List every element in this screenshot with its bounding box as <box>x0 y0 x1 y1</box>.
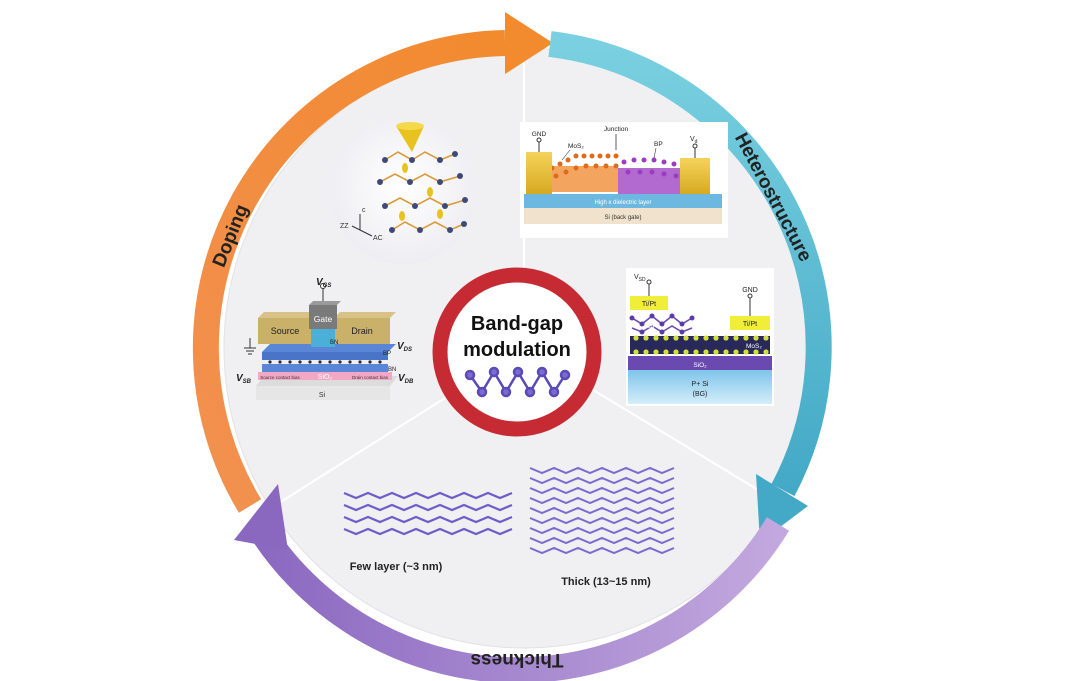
gate-label: Gate <box>314 314 333 324</box>
bn-bottom-label: BN <box>388 367 396 373</box>
center-zigzag-icon <box>464 366 571 398</box>
vds-label: VDS <box>397 341 412 353</box>
thick-label: Thick (13~15 nm) <box>561 576 651 588</box>
hetero-top-device: Si (back gate) High κ dielectric layer <box>520 122 728 238</box>
drain-electrode-label: Drain <box>351 326 373 336</box>
mos2-layer-icon <box>630 335 770 355</box>
heterostructure-arc <box>548 31 832 497</box>
gnd-bottom-label: GND <box>742 287 758 294</box>
doping-arc <box>192 30 506 513</box>
psi-label: P+ Si <box>692 381 709 388</box>
center-badge: Band-gap modulation <box>432 267 602 437</box>
tipt-left-label: Ti/Pt <box>642 301 656 308</box>
source-electrode-label: Source <box>271 326 300 336</box>
stm-tip-icon <box>396 126 424 152</box>
mos2-top-label: MoS₂ <box>568 143 584 150</box>
center-title-line1: Band-gap <box>471 313 563 335</box>
doping-fet-device: Si SiO₂ Source contact bias Drain contac… <box>236 277 414 400</box>
si-label: Si <box>319 392 326 399</box>
thickness-arrowhead <box>234 484 288 550</box>
junction-label: Junction <box>604 126 629 133</box>
backgate-label: Si (back gate) <box>604 215 641 221</box>
bp-side-label: BP <box>383 351 391 357</box>
bg-label: (BG) <box>693 391 708 398</box>
bp-top-label: BP <box>654 141 663 148</box>
tipt-right-label: Ti/Pt <box>743 321 757 328</box>
doping-stm-illustration: c ZZ AC <box>331 120 475 264</box>
mos2-bottom-label: MoS₂ <box>746 343 762 350</box>
thickness-arc <box>244 515 790 681</box>
vsd-label: VSD <box>634 274 646 283</box>
bn-top-label: BN <box>330 340 338 346</box>
vdb-label: VDB <box>398 373 414 385</box>
hetero-bottom-device: P+ Si (BG) SiO₂ MoS₂ BP <box>626 268 774 406</box>
bp-lattice-icon <box>618 157 680 194</box>
few-layer-label: Few layer (~3 nm) <box>350 561 443 573</box>
mos2-lattice-icon <box>548 153 619 192</box>
gnd-top-label: GND <box>532 131 547 138</box>
thickness-label: Thickness <box>471 649 564 670</box>
vsb-label: VSB <box>236 373 252 385</box>
crystal-axes-icon <box>351 214 373 237</box>
bp-bottom-label: BP <box>648 323 658 330</box>
ground-icon <box>244 338 256 355</box>
axis-ac-label: AC <box>373 235 383 242</box>
few-layer-lattice <box>343 491 513 536</box>
drain-contact-label: Drain contact bias <box>352 375 389 380</box>
sio2-bottom-label: SiO₂ <box>693 362 707 369</box>
vd-label: Vd <box>690 136 698 145</box>
center-title-line2: modulation <box>463 339 571 361</box>
dielectric-label: High κ dielectric layer <box>594 200 651 206</box>
doping-arrowhead <box>505 12 553 74</box>
axis-zz-label: ZZ <box>340 223 349 230</box>
axis-c-label: c <box>362 207 366 214</box>
vgs-label: VGS <box>316 277 331 289</box>
sio2-label: SiO₂ <box>318 374 333 381</box>
source-contact-label: Source contact bias <box>260 375 300 380</box>
thick-lattice <box>529 466 675 555</box>
